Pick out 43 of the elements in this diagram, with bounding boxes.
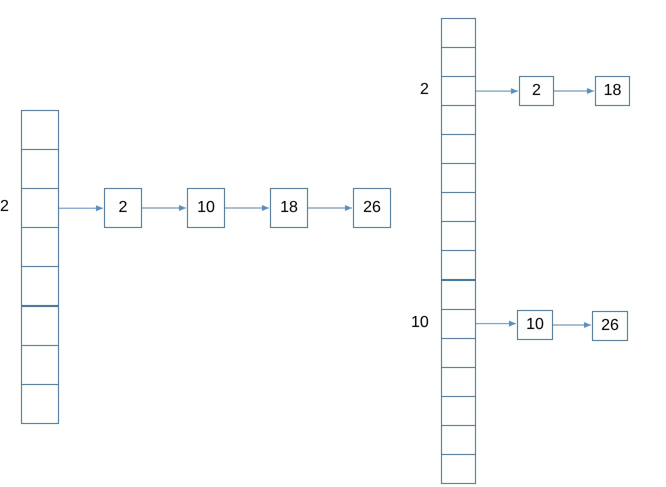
hash-slot [441,192,476,222]
index-label: 2 [420,81,429,100]
chain-node: 2 [519,76,554,106]
arrow [476,88,518,94]
arrow [224,205,270,211]
hash-slot [441,105,476,136]
arrow [554,88,594,94]
hash-slot [21,110,59,150]
hash-slot [441,163,476,194]
chain-node: 26 [353,188,391,228]
hash-slot [441,424,476,455]
hash-slot [21,188,59,228]
hash-slot [441,221,476,252]
hash-slot [441,134,476,164]
hash-slot [441,308,476,339]
index-label: 2 [0,198,9,216]
chain-node: 18 [270,188,308,228]
arrow [552,322,592,328]
hash-slot [21,306,59,346]
hash-slot [441,280,476,310]
chain-node: 10 [517,310,553,340]
index-label: 10 [411,314,429,332]
arrow [58,205,104,212]
hash-slot [21,266,59,306]
hash-slot [441,76,476,106]
hash-slot [441,47,476,78]
hash-slot [441,366,476,397]
hash-slot [21,227,59,268]
hash-slot [441,250,476,280]
hash-slot [441,338,476,368]
chain-node: 2 [104,188,142,228]
hash-slot [441,454,476,484]
chain-node: 18 [595,76,630,106]
hash-slot [21,384,59,424]
hash-slot [441,18,476,48]
hash-slot [441,396,476,426]
hash-slot [21,344,59,385]
arrow [142,205,186,211]
chain-node: 10 [187,188,225,228]
arrow [476,320,516,327]
arrow [308,205,352,211]
hash-slot [21,149,59,190]
chain-node: 26 [592,311,628,341]
